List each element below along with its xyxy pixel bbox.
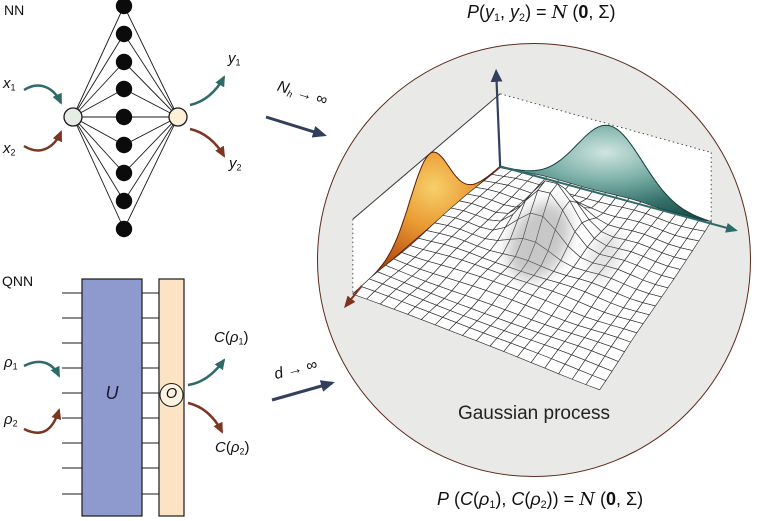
surface-plot (344, 68, 738, 391)
x1-label: x1 (3, 75, 16, 93)
nh-limit-arrow (265, 115, 327, 138)
vertical-axis (490, 68, 503, 167)
qnn-circuit (23, 278, 226, 517)
nn-input-node (63, 107, 83, 127)
y1-label: y1 (228, 50, 241, 68)
u-gate-box (81, 278, 143, 517)
orange-marginal-peak (352, 151, 501, 295)
joint-distribution-formula-bottom: P (C(ρ1), C(ρ2)) = N (0, Σ) (437, 489, 644, 512)
y2-arrow (189, 127, 226, 158)
left-floor-axis (344, 285, 363, 309)
rho2-label: ρ2 (4, 411, 18, 429)
joint-distribution-formula-top: P(y1, y2) = N (0, Σ) (467, 2, 616, 25)
limit-arrows (265, 115, 335, 402)
nn-network (23, 0, 226, 238)
nn-title: NN (4, 2, 25, 18)
bump-shading (507, 201, 622, 282)
c-rho1-label: C(ρ1) (214, 329, 249, 347)
qnn-wires (62, 292, 159, 495)
y2-label: y2 (229, 155, 242, 173)
u-gate-label: U (105, 383, 119, 403)
x1-arrow (23, 84, 63, 105)
rho2-arrow (23, 408, 62, 434)
gaussian-process-label: Gaussian process (457, 403, 611, 424)
c-rho1-arrow (187, 358, 226, 387)
rho1-arrow (23, 360, 61, 378)
qnn-io-arrows (23, 358, 226, 434)
x2-arrow (23, 130, 63, 152)
nn-hidden-nodes (115, 0, 133, 238)
y1-arrow (189, 75, 226, 107)
nn-io-arrows (23, 75, 226, 158)
c-rho2-arrow (187, 401, 224, 434)
o-gate-label: O (165, 386, 178, 402)
x2-label: x2 (3, 140, 16, 158)
qnn-title: QNN (2, 273, 34, 289)
o-gate-badge (159, 383, 184, 407)
nn-edges (72, 5, 179, 230)
rho1-label: ρ1 (4, 354, 18, 372)
right-floor-axis (499, 165, 738, 233)
c-rho2-label: C(ρ2) (215, 439, 250, 457)
d-limit-arrow (271, 380, 335, 402)
gaussian-process-circle (317, 43, 751, 477)
teal-marginal-peak (499, 124, 712, 223)
nn-output-node (168, 107, 188, 127)
